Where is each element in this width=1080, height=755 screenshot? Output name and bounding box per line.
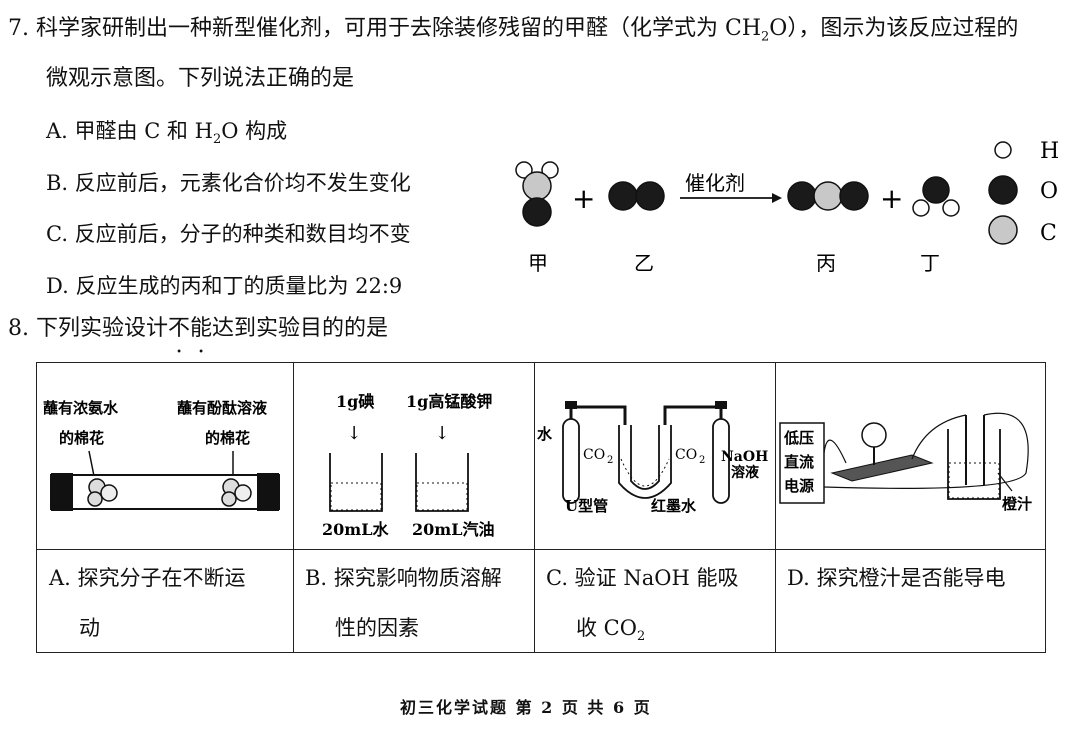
svg-text:U型管: U型管 <box>565 497 608 515</box>
answer-b: B. 探究影响物质溶解 性的因素 <box>305 566 502 640</box>
svg-text:CO: CO <box>675 447 697 463</box>
svg-text:的棉花: 的棉花 <box>205 429 250 447</box>
q7-reaction-diagram: + 催化剂 + 甲 乙 丙 丁 H O C <box>515 139 1059 275</box>
answer-c: C. 验证 NaOH 能吸 收 CO2 <box>546 566 739 645</box>
svg-text:2: 2 <box>607 455 613 466</box>
svg-text:↓: ↓ <box>434 423 449 444</box>
cell-a-diagram: 蘸有浓氨水 的棉花 蘸有酚酞溶液 的棉花 <box>43 399 280 511</box>
svg-text:2: 2 <box>699 455 705 466</box>
legend-c: C <box>1040 221 1057 246</box>
legend-h: H <box>1040 139 1059 164</box>
svg-text:20mL汽油: 20mL汽油 <box>412 520 494 539</box>
arrow-head-icon <box>772 193 782 203</box>
label-yi: 乙 <box>634 251 654 275</box>
svg-text:蘸有酚酞溶液: 蘸有酚酞溶液 <box>177 399 268 417</box>
legend: H O C <box>988 139 1059 246</box>
q8-number: 8. <box>8 316 29 341</box>
svg-text:蘸有浓氨水: 蘸有浓氨水 <box>43 399 119 417</box>
q8-experiment-table: 蘸有浓氨水 的棉花 蘸有酚酞溶液 的棉花 1g碘 1g高锰酸钾 ↓ ↓ 20mL… <box>36 362 1046 653</box>
svg-text:1g碘: 1g碘 <box>336 392 374 411</box>
q8-stem: 8. 下列实验设计不能达到实验目的的是 <box>8 314 388 344</box>
q7-stem-line2: 微观示意图。下列说法正确的是 <box>46 66 355 91</box>
cell-d-diagram: 低压 直流 电源 橙汁 <box>779 412 1032 513</box>
q7-option-c: C. 反应前后，分子的种类和数目均不变 <box>46 222 411 246</box>
cotton-left-icon <box>87 478 118 507</box>
svg-text:NaOH: NaOH <box>721 449 768 465</box>
legend-c-circle-icon <box>988 215 1018 245</box>
page-footer: 初三化学试题 第 2 页 共 6 页 <box>400 698 652 717</box>
molecule-bing <box>787 181 869 211</box>
svg-text:电源: 电源 <box>784 477 814 495</box>
q7-stem-line1: 7. 科学家研制出一种新型催化剂，可用于去除装修残留的甲醛（化学式为 CH2O）… <box>8 16 1019 45</box>
svg-text:CO: CO <box>583 447 605 463</box>
svg-text:1g高锰酸钾: 1g高锰酸钾 <box>406 392 492 411</box>
molecule-yi <box>608 181 665 211</box>
svg-text:橙汁: 橙汁 <box>1002 495 1032 513</box>
catalyst-label: 催化剂 <box>685 171 745 195</box>
molecule-ding <box>912 176 960 217</box>
answer-a: A. 探究分子在不断运 动 <box>49 566 246 640</box>
legend-h-circle-icon <box>994 141 1012 159</box>
label-jia: 甲 <box>528 251 548 275</box>
q7-option-a: A. 甲醛由 C 和 H2O 构成 <box>46 119 288 148</box>
q7-number: 7. <box>8 16 29 41</box>
svg-text:低压: 低压 <box>783 429 814 447</box>
molecule-jia <box>515 161 559 227</box>
svg-text:红墨水: 红墨水 <box>651 497 697 515</box>
legend-o-circle-icon <box>988 175 1018 205</box>
answer-d: D. 探究橙汁是否能导电 <box>787 566 1006 590</box>
svg-text:的棉花: 的棉花 <box>59 429 104 447</box>
plus-sign-1: + <box>572 182 595 215</box>
cotton-right-icon <box>221 478 252 507</box>
svg-text:直流: 直流 <box>784 453 814 471</box>
svg-text:水: 水 <box>537 425 553 443</box>
cell-b-diagram: 1g碘 1g高锰酸钾 ↓ ↓ 20mL水 20mL汽油 <box>322 392 494 539</box>
cell-c-diagram: 水 CO 2 CO 2 NaOH 溶液 U型管 红墨水 <box>537 401 768 515</box>
label-bing: 丙 <box>816 251 836 275</box>
svg-text:20mL水: 20mL水 <box>322 520 389 539</box>
svg-text:溶液: 溶液 <box>731 464 760 481</box>
q7-option-d: D. 反应生成的丙和丁的质量比为 22:9 <box>46 274 403 298</box>
lightbulb-icon <box>861 422 887 448</box>
legend-o: O <box>1040 179 1058 204</box>
label-ding: 丁 <box>920 251 940 275</box>
plus-sign-2: + <box>880 182 903 215</box>
q7-option-b: B. 反应前后，元素化合价均不发生变化 <box>46 171 411 195</box>
svg-text:↓: ↓ <box>346 423 361 444</box>
